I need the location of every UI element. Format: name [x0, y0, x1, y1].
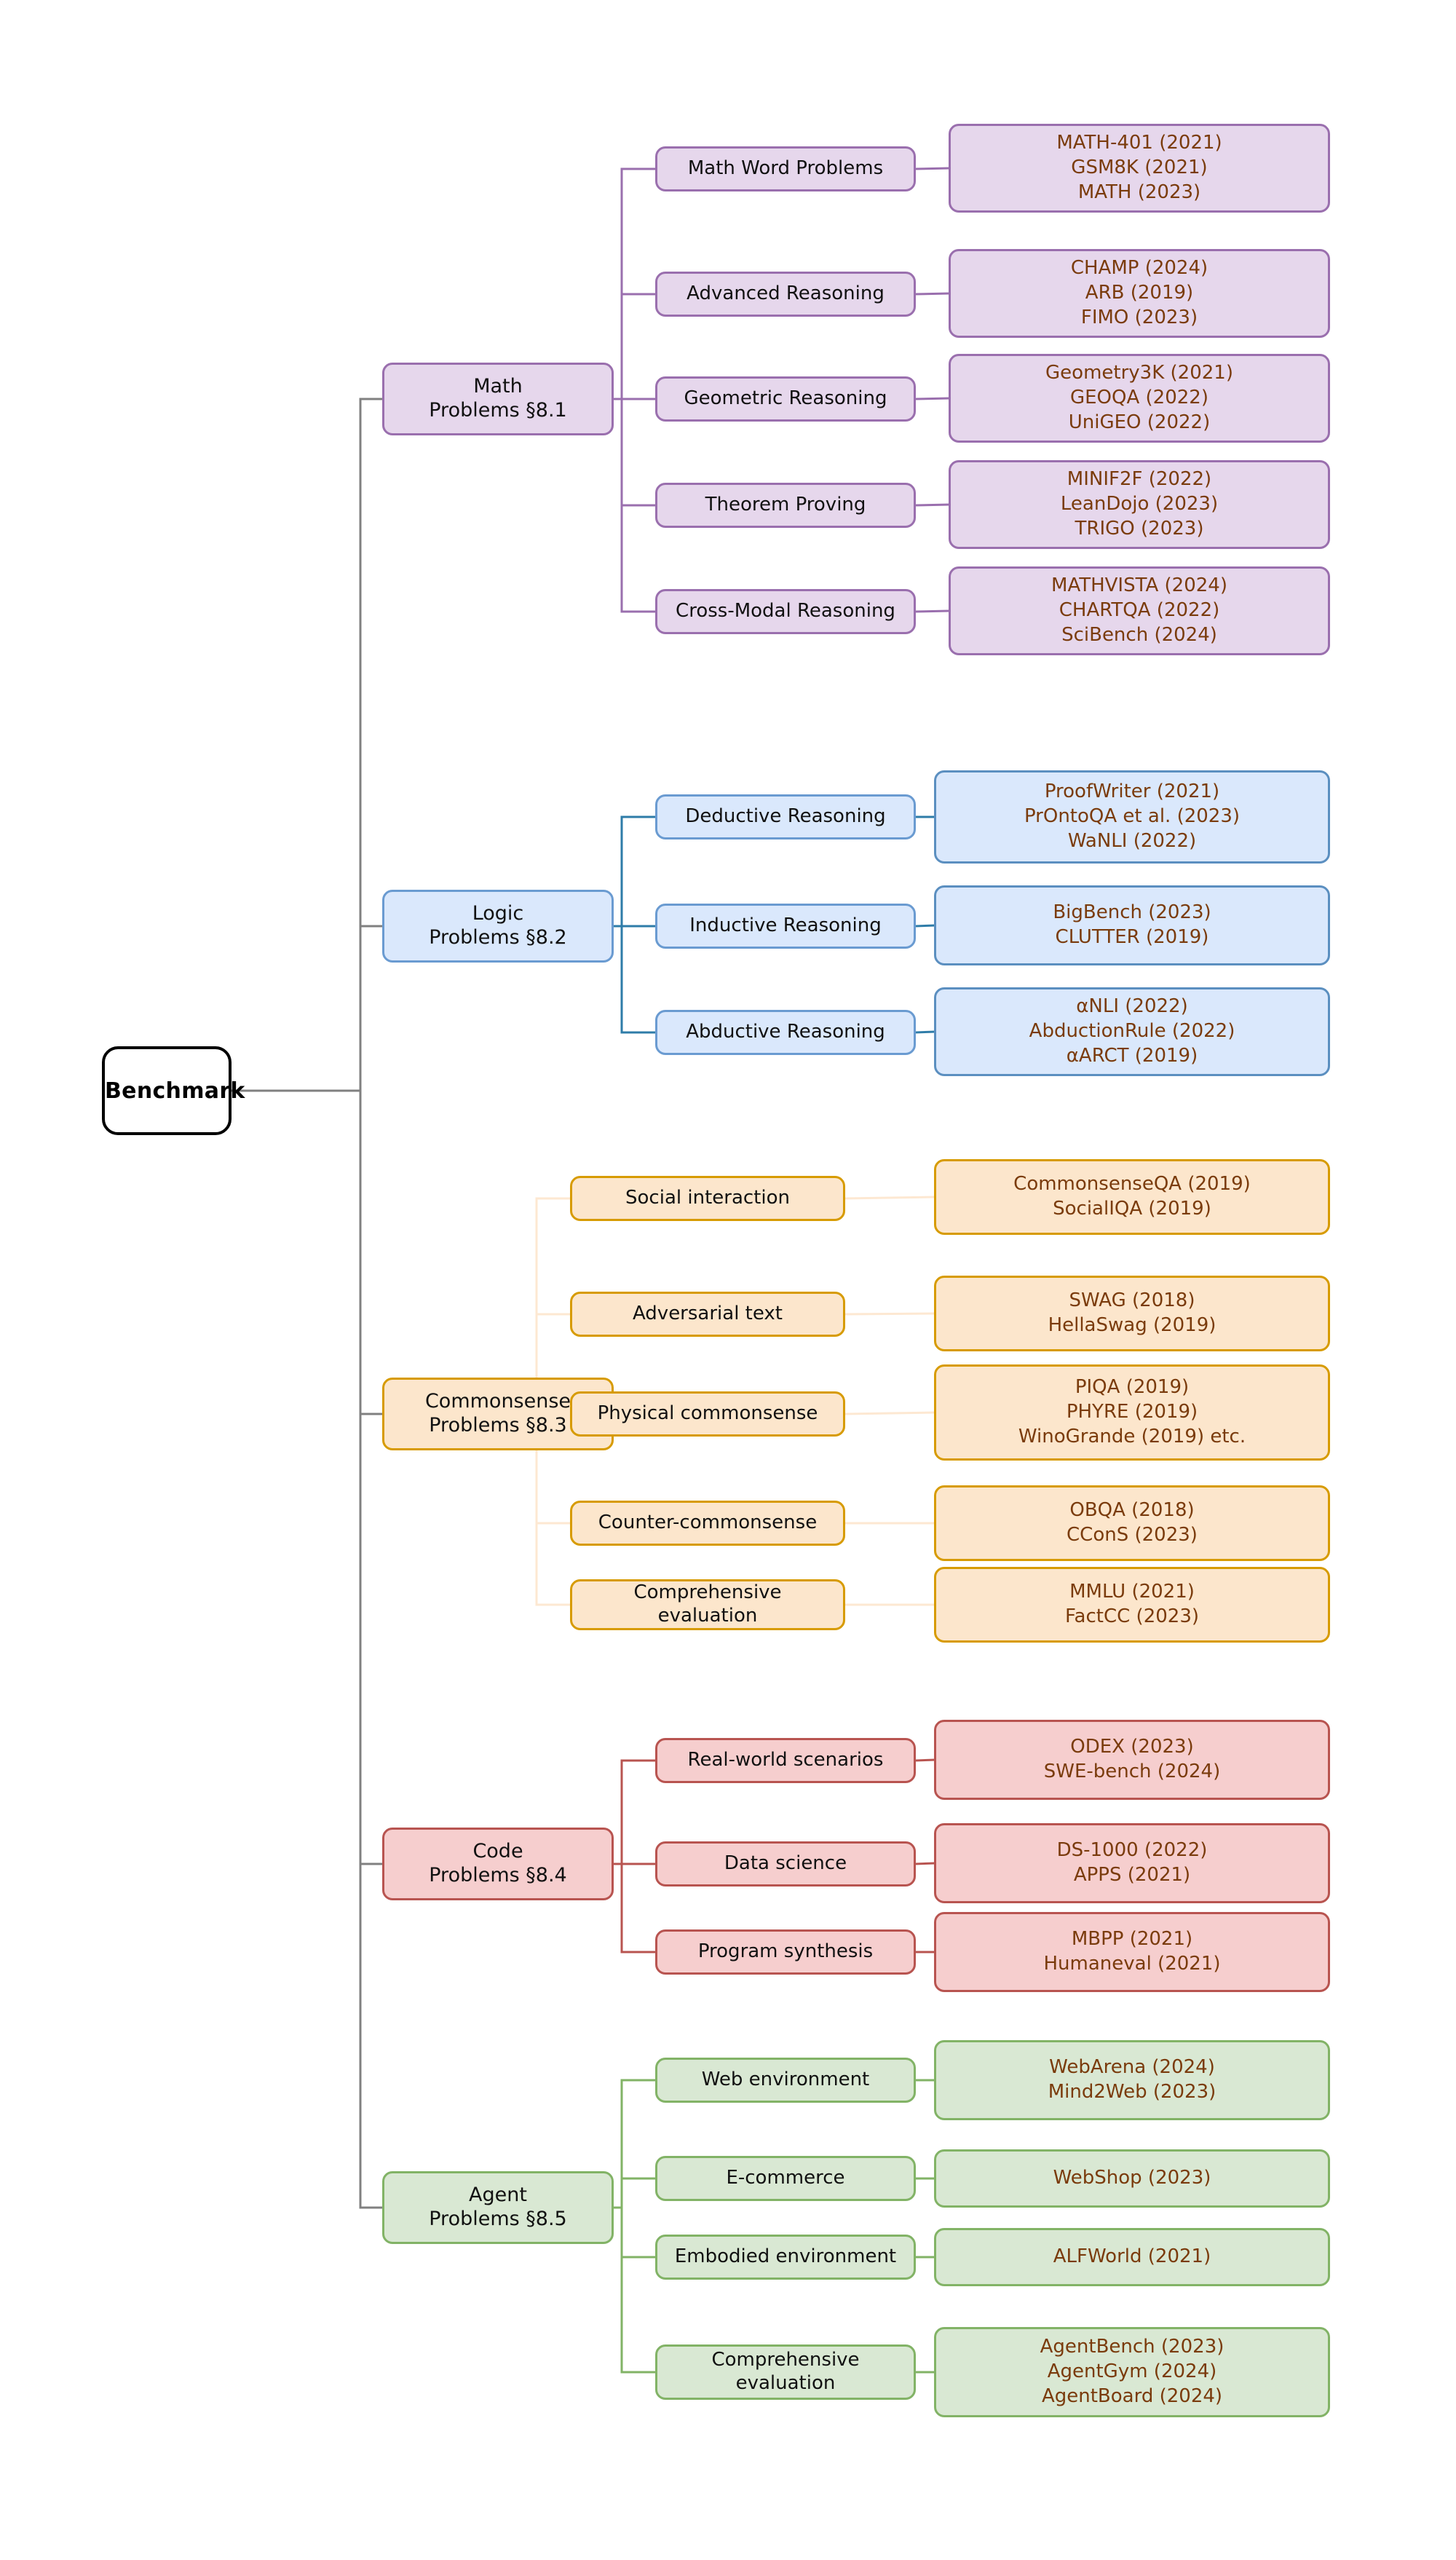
category-node-logic[interactable]: Logic Problems §8.2	[382, 890, 614, 963]
subcategory-node-commonsense-2-label: Physical commonsense	[597, 1402, 818, 1425]
subcategory-node-agent-0-label: Web environment	[701, 2069, 870, 2091]
benchmark-list-code-1: DS-1000 (2022) APPS (2021)	[934, 1823, 1330, 1903]
subcategory-node-code-1[interactable]: Data science	[655, 1841, 916, 1887]
benchmark-list-agent-2: ALFWorld (2021)	[934, 2228, 1330, 2286]
benchmark-list-agent-0: WebArena (2024) Mind2Web (2023)	[934, 2040, 1330, 2120]
subcategory-node-math-0-label: Math Word Problems	[687, 157, 884, 180]
subcategory-node-commonsense-4-label: Comprehensive evaluation	[633, 1581, 782, 1627]
subcategory-node-commonsense-4[interactable]: Comprehensive evaluation	[570, 1579, 845, 1630]
benchmark-list-commonsense-2: PIQA (2019) PHYRE (2019) WinoGrande (201…	[934, 1364, 1330, 1461]
category-node-code[interactable]: Code Problems §8.4	[382, 1828, 614, 1900]
benchmark-list-math-3-label: MINIF2F (2022) LeanDojo (2023) TRIGO (20…	[1060, 468, 1219, 540]
benchmark-list-agent-1-label: WebShop (2023)	[1053, 2167, 1211, 2189]
subcategory-node-code-0[interactable]: Real-world scenarios	[655, 1738, 916, 1783]
subcategory-node-math-2[interactable]: Geometric Reasoning	[655, 376, 916, 422]
benchmark-list-code-0-label: ODEX (2023) SWE-bench (2024)	[1043, 1736, 1221, 1782]
subcategory-node-commonsense-0-label: Social interaction	[625, 1187, 790, 1209]
subcategory-node-code-1-label: Data science	[724, 1852, 847, 1875]
subcategory-node-math-4-label: Cross-Modal Reasoning	[676, 600, 895, 623]
benchmark-list-commonsense-0-label: CommonsenseQA (2019) SocialIQA (2019)	[1013, 1173, 1251, 1220]
benchmark-list-commonsense-3: OBQA (2018) CConS (2023)	[934, 1485, 1330, 1561]
benchmark-list-logic-1: BigBench (2023) CLUTTER (2019)	[934, 885, 1330, 965]
subcategory-node-logic-0[interactable]: Deductive Reasoning	[655, 794, 916, 839]
subcategory-node-agent-1-label: E-commerce	[726, 2167, 845, 2189]
subcategory-node-math-1-label: Advanced Reasoning	[687, 283, 885, 305]
subcategory-node-logic-0-label: Deductive Reasoning	[685, 805, 886, 828]
subcategory-node-commonsense-1-label: Adversarial text	[632, 1303, 783, 1325]
subcategory-node-math-0[interactable]: Math Word Problems	[655, 146, 916, 191]
benchmark-list-math-0: MATH-401 (2021) GSM8K (2021) MATH (2023)	[949, 124, 1330, 213]
subcategory-node-math-2-label: Geometric Reasoning	[684, 387, 887, 410]
benchmark-list-agent-1: WebShop (2023)	[934, 2149, 1330, 2208]
subcategory-node-agent-1[interactable]: E-commerce	[655, 2156, 916, 2201]
subcategory-node-agent-3-label: Comprehensive evaluation	[711, 2349, 860, 2394]
benchmark-root-node-label: Benchmark	[105, 1078, 245, 1104]
category-node-code-label: Code Problems §8.4	[429, 1840, 567, 1887]
subcategory-node-math-4[interactable]: Cross-Modal Reasoning	[655, 589, 916, 634]
benchmark-list-commonsense-3-label: OBQA (2018) CConS (2023)	[1067, 1499, 1198, 1546]
benchmark-list-logic-0: ProofWriter (2021) PrOntoQA et al. (2023…	[934, 770, 1330, 864]
subcategory-node-math-3[interactable]: Theorem Proving	[655, 483, 916, 528]
benchmark-list-commonsense-4-label: MMLU (2021) FactCC (2023)	[1064, 1581, 1200, 1627]
subcategory-node-code-0-label: Real-world scenarios	[687, 1749, 884, 1771]
subcategory-node-logic-2[interactable]: Abductive Reasoning	[655, 1010, 916, 1055]
category-node-agent[interactable]: Agent Problems §8.5	[382, 2171, 614, 2244]
subcategory-node-agent-3[interactable]: Comprehensive evaluation	[655, 2344, 916, 2400]
benchmark-list-math-1: CHAMP (2024) ARB (2019) FIMO (2023)	[949, 249, 1330, 338]
benchmark-list-code-2: MBPP (2021) Humaneval (2021)	[934, 1912, 1330, 1992]
subcategory-node-agent-0[interactable]: Web environment	[655, 2058, 916, 2103]
subcategory-node-logic-2-label: Abductive Reasoning	[686, 1021, 885, 1043]
benchmark-list-math-2: Geometry3K (2021) GEOQA (2022) UniGEO (2…	[949, 354, 1330, 443]
benchmark-list-math-0-label: MATH-401 (2021) GSM8K (2021) MATH (2023)	[1056, 132, 1222, 203]
benchmark-list-logic-1-label: BigBench (2023) CLUTTER (2019)	[1053, 901, 1211, 948]
category-node-logic-label: Logic Problems §8.2	[429, 902, 567, 949]
benchmark-list-logic-2: αNLI (2022) AbductionRule (2022) αARCT (…	[934, 987, 1330, 1076]
subcategory-node-code-2[interactable]: Program synthesis	[655, 1929, 916, 1975]
benchmark-list-agent-0-label: WebArena (2024) Mind2Web (2023)	[1048, 2056, 1216, 2103]
benchmark-list-agent-2-label: ALFWorld (2021)	[1053, 2245, 1211, 2268]
subcategory-node-math-3-label: Theorem Proving	[705, 494, 866, 516]
benchmark-list-code-1-label: DS-1000 (2022) APPS (2021)	[1056, 1839, 1208, 1886]
benchmark-list-math-3: MINIF2F (2022) LeanDojo (2023) TRIGO (20…	[949, 460, 1330, 549]
benchmark-list-commonsense-4: MMLU (2021) FactCC (2023)	[934, 1567, 1330, 1643]
subcategory-node-commonsense-2[interactable]: Physical commonsense	[570, 1391, 845, 1437]
subcategory-node-commonsense-3[interactable]: Counter-commonsense	[570, 1501, 845, 1546]
benchmark-list-code-0: ODEX (2023) SWE-bench (2024)	[934, 1720, 1330, 1800]
benchmark-list-commonsense-0: CommonsenseQA (2019) SocialIQA (2019)	[934, 1159, 1330, 1235]
subcategory-node-logic-1[interactable]: Inductive Reasoning	[655, 904, 916, 949]
benchmark-list-commonsense-1-label: SWAG (2018) HellaSwag (2019)	[1048, 1289, 1216, 1336]
category-node-agent-label: Agent Problems §8.5	[429, 2184, 567, 2230]
benchmark-list-agent-3: AgentBench (2023) AgentGym (2024) AgentB…	[934, 2327, 1330, 2417]
benchmark-list-commonsense-1: SWAG (2018) HellaSwag (2019)	[934, 1276, 1330, 1351]
benchmark-list-math-1-label: CHAMP (2024) ARB (2019) FIMO (2023)	[1070, 257, 1208, 328]
subcategory-node-math-1[interactable]: Advanced Reasoning	[655, 272, 916, 317]
benchmark-list-math-4: MATHVISTA (2024) CHARTQA (2022) SciBench…	[949, 566, 1330, 655]
benchmark-list-math-4-label: MATHVISTA (2024) CHARTQA (2022) SciBench…	[1051, 574, 1227, 646]
benchmark-list-code-2-label: MBPP (2021) Humaneval (2021)	[1043, 1928, 1221, 1975]
benchmark-list-logic-2-label: αNLI (2022) AbductionRule (2022) αARCT (…	[1029, 995, 1235, 1067]
subcategory-node-code-2-label: Program synthesis	[697, 1940, 874, 1963]
category-node-math[interactable]: Math Problems §8.1	[382, 363, 614, 435]
subcategory-node-logic-1-label: Inductive Reasoning	[689, 914, 882, 937]
subcategory-node-commonsense-0[interactable]: Social interaction	[570, 1176, 845, 1221]
benchmark-list-agent-3-label: AgentBench (2023) AgentGym (2024) AgentB…	[1040, 2336, 1224, 2407]
subcategory-node-agent-2[interactable]: Embodied environment	[655, 2235, 916, 2280]
benchmark-root-node[interactable]: Benchmark	[102, 1046, 245, 1135]
benchmark-list-math-2-label: Geometry3K (2021) GEOQA (2022) UniGEO (2…	[1045, 362, 1233, 433]
benchmark-list-logic-0-label: ProofWriter (2021) PrOntoQA et al. (2023…	[1024, 781, 1241, 852]
benchmark-list-commonsense-2-label: PIQA (2019) PHYRE (2019) WinoGrande (201…	[1018, 1376, 1246, 1447]
subcategory-node-agent-2-label: Embodied environment	[674, 2245, 897, 2268]
subcategory-node-commonsense-1[interactable]: Adversarial text	[570, 1292, 845, 1337]
category-node-commonsense-label: Commonsense Problems §8.3	[424, 1390, 571, 1437]
category-node-math-label: Math Problems §8.1	[429, 375, 567, 422]
subcategory-node-commonsense-3-label: Counter-commonsense	[598, 1512, 818, 1534]
